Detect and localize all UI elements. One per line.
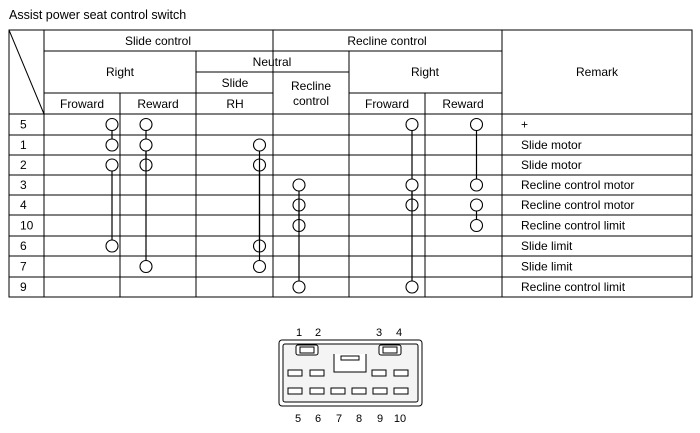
remark-cell: Slide motor (521, 158, 582, 172)
header-froward-slide: Froward (60, 97, 104, 111)
terminal-number: 4 (20, 198, 27, 212)
terminal-number: 2 (20, 158, 27, 172)
remark-cell: + (521, 118, 528, 132)
header-froward-recline: Froward (365, 97, 409, 111)
header-diagonal (8, 29, 45, 115)
remark-cell: Slide limit (521, 260, 573, 274)
continuity-terminal-mark (105, 117, 119, 132)
connector-pin-label: 6 (315, 413, 321, 425)
header-right-recline: Right (411, 65, 440, 79)
connector-pin-label: 1 (296, 327, 302, 339)
continuity-terminal-mark (252, 138, 267, 152)
continuity-terminal-mark (405, 117, 419, 132)
remark-cell: Recline control motor (521, 198, 634, 212)
continuity-table: Slide control Recline control Neutral Sl… (8, 29, 693, 298)
continuity-terminal-mark (469, 218, 484, 233)
continuity-terminal-mark (405, 280, 419, 294)
continuity-terminal-mark (105, 239, 119, 253)
continuity-terminal-mark (469, 117, 484, 132)
terminal-number: 7 (20, 260, 27, 274)
header-recline-control-line1: Recline (291, 79, 331, 93)
continuity-terminal-mark (292, 280, 306, 294)
remark-cell: Recline control motor (521, 178, 634, 192)
header-recline-control: Recline control (347, 34, 426, 48)
header-reward-recline: Reward (442, 97, 483, 111)
connector-pin-label: 9 (377, 413, 383, 425)
continuity-terminal-mark (469, 178, 484, 192)
terminal-number: 5 (20, 118, 27, 132)
header-remark: Remark (576, 65, 619, 79)
remark-cell: Slide limit (521, 239, 573, 253)
continuity-terminal-mark (139, 117, 153, 132)
table-caption: Assist power seat control switch (9, 8, 187, 22)
terminal-number: 3 (20, 178, 27, 192)
header-recline-control-line2: control (293, 94, 329, 108)
terminal-number: 1 (20, 138, 27, 152)
continuity-terminal-mark (105, 158, 119, 172)
header-right-slide: Right (106, 65, 135, 79)
terminal-number: 6 (20, 239, 27, 253)
continuity-terminal-mark (105, 138, 119, 152)
remark-cell: Recline control limit (521, 280, 626, 294)
terminal-number: 10 (20, 219, 34, 233)
header-reward-slide: Reward (137, 97, 178, 111)
continuity-terminal-mark (139, 259, 153, 274)
continuity-terminal-mark (252, 259, 267, 274)
connector-pin-label: 10 (394, 413, 406, 425)
remark-cell: Slide motor (521, 138, 582, 152)
connector-pin-label: 5 (295, 413, 301, 425)
header-slide: Slide (222, 76, 249, 90)
continuity-terminal-mark (292, 178, 306, 192)
header-slide-rh: RH (226, 97, 243, 111)
connector-pin-label: 2 (315, 327, 321, 339)
header-neutral: Neutral (253, 55, 292, 69)
connector-pin-label: 4 (396, 327, 402, 339)
connector-pin-label: 7 (336, 413, 342, 425)
continuity-terminal-mark (469, 198, 484, 212)
connector-pin-label: 3 (376, 327, 382, 339)
continuity-terminal-mark (139, 138, 153, 152)
continuity-terminal-mark (405, 178, 419, 192)
terminal-number: 9 (20, 280, 27, 294)
remark-cell: Recline control limit (521, 219, 626, 233)
header-slide-control: Slide control (125, 34, 191, 48)
connector-pin-label: 8 (356, 413, 362, 425)
